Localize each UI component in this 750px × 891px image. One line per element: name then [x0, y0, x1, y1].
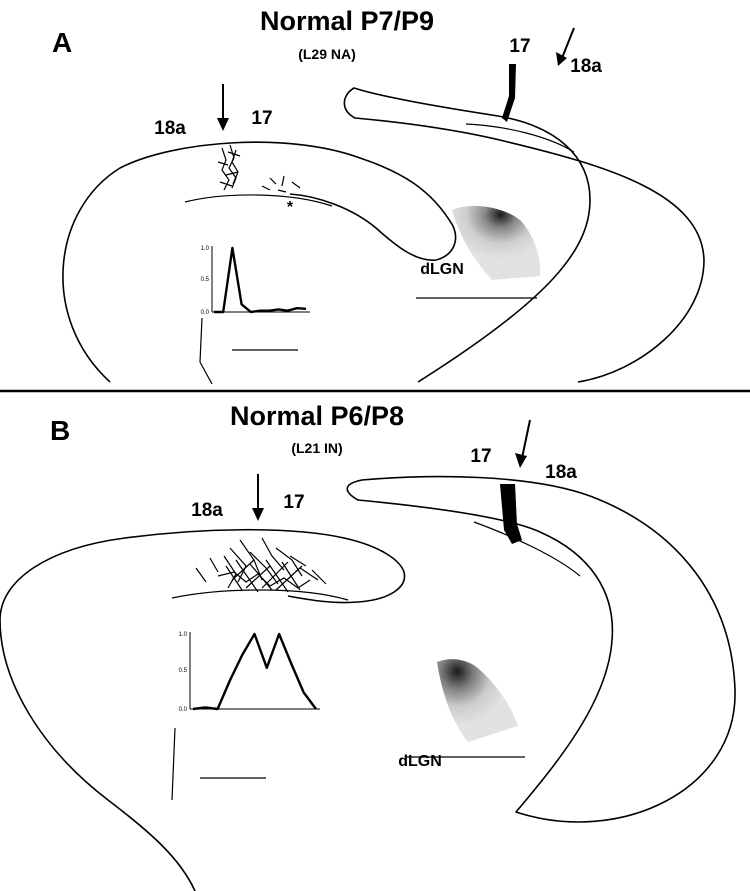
chart-a-profile-line: [214, 246, 307, 314]
panel-letter-b: B: [50, 415, 70, 446]
asterisk-marker: *: [287, 199, 294, 216]
chart-a-ytick-05: 0.5: [201, 277, 210, 283]
right-layer-line-b: [473, 521, 581, 577]
chart-b-ytick-0: 0.0: [179, 707, 188, 713]
left-label-17: 17: [251, 108, 272, 129]
panel-b-title: Normal P6/P8: [230, 401, 404, 431]
chart-b-profile-line: [192, 632, 317, 711]
arrow-down-icon: [515, 419, 531, 468]
injection-site-right: [502, 64, 516, 122]
left-label-17-b: 17: [283, 492, 304, 513]
left-label-18a: 18a: [154, 118, 186, 139]
dlgn-image-b: [437, 659, 518, 742]
arrow-down-icon: [217, 84, 229, 131]
dlgn-label-b: dLGN: [398, 753, 442, 770]
dlgn-label-a: dLGN: [420, 261, 464, 278]
right-layer-line: [465, 123, 575, 153]
injection-site-right-b: [500, 484, 522, 544]
left-cut-line-b: [171, 727, 176, 801]
panel-b: B Normal P6/P8 (L21 IN) 18a 17 0.0 0.5 1…: [0, 401, 736, 891]
left-layer-line-b: [171, 589, 349, 601]
left-section-outline: [62, 141, 457, 383]
arrow-down-icon: [252, 474, 264, 521]
right-label-18a-b: 18a: [545, 462, 577, 483]
axon-arbors-cluster: [217, 144, 301, 193]
chart-a-ytick-0: 0.0: [201, 310, 210, 316]
right-section-outline-b: [346, 475, 736, 823]
left-cut-line: [199, 317, 213, 385]
chart-b-ytick-05: 0.5: [179, 668, 188, 674]
left-section-outline-b: [0, 528, 406, 891]
chart-a-ytick-1: 1.0: [201, 246, 210, 252]
profile-chart-a: 0.0 0.5 1.0: [201, 246, 310, 316]
right-section-outline: [343, 87, 705, 383]
chart-b-ytick-1: 1.0: [179, 632, 188, 638]
panel-a-title: Normal P7/P9: [260, 6, 434, 36]
right-label-17-b: 17: [470, 446, 491, 467]
panel-a-subtitle: (L29 NA): [298, 46, 356, 62]
left-label-18a-b: 18a: [191, 500, 223, 521]
profile-chart-b: 0.0 0.5 1.0: [179, 632, 320, 713]
panel-a: A Normal P7/P9 (L29 NA) * 18a 17 0.0: [52, 6, 705, 385]
panel-letter-a: A: [52, 27, 72, 58]
right-label-18a: 18a: [570, 56, 602, 77]
axon-arbors-cluster-b: [195, 537, 327, 593]
right-label-17: 17: [509, 36, 530, 57]
panel-b-subtitle: (L21 IN): [291, 440, 342, 456]
left-layer-line: [184, 194, 333, 207]
dlgn-image-a: [452, 205, 541, 280]
arrow-down-icon: [556, 27, 575, 66]
